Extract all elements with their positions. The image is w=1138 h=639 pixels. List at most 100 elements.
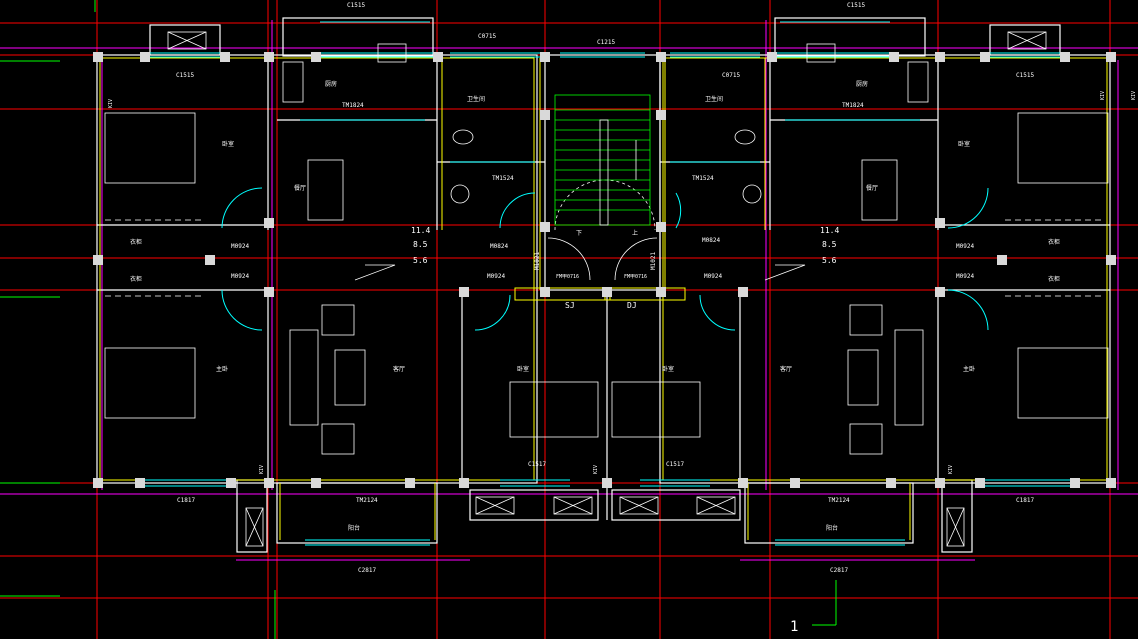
- kw-tag: KIV: [1131, 91, 1137, 100]
- window-tag: C1515: [347, 2, 365, 9]
- window-tag: C1515: [176, 72, 194, 79]
- furniture: [104, 31, 1109, 547]
- door-swings-white: [547, 179, 658, 281]
- door-tag: M0924: [956, 273, 974, 280]
- door-tag: TM1824: [342, 102, 364, 109]
- room-label-dining: 餐厅: [866, 184, 878, 192]
- stove-icon: [282, 61, 304, 103]
- kw-tag: KIV: [259, 465, 265, 474]
- window-tag: C1515: [847, 2, 865, 9]
- window-tag: C1515: [1016, 72, 1034, 79]
- room-label-closet: 衣柜: [130, 238, 142, 246]
- shaft-label-sj: SJ: [565, 301, 575, 310]
- elevation-value: 5.6: [822, 256, 837, 265]
- door-tag: TM1524: [692, 175, 714, 182]
- window-tag: C2817: [358, 567, 376, 574]
- dimension-lines: [0, 20, 1138, 561]
- room-label-balcony: 阳台: [826, 524, 838, 532]
- room-label-bathroom: 卫生间: [467, 95, 485, 103]
- room-label-bathroom: 卫生间: [705, 95, 723, 103]
- door-tag: FM甲0716: [624, 274, 647, 280]
- shaft-labels: SJ DJ 下 上: [565, 229, 638, 310]
- window-tag: C2817: [830, 567, 848, 574]
- window-tag: C1215: [597, 39, 615, 46]
- door-tag: FM甲0716: [556, 274, 579, 280]
- washbasin-icon: [450, 184, 470, 204]
- door-tag: M0924: [231, 243, 249, 250]
- window-tags: C1515 C1515 C1515 C0715 C1215 C0715 C151…: [176, 2, 1034, 574]
- sofa-icon: [894, 329, 924, 426]
- kw-tag: KIV: [1100, 91, 1106, 100]
- door-tag: M0824: [702, 237, 720, 244]
- kw-tag: KIV: [948, 465, 954, 474]
- dining-table-icon: [307, 159, 344, 221]
- door-tags: TM1824 TM1824 TM1524 TM1524 TM2124 TM212…: [231, 102, 974, 504]
- coffee-table-icon: [334, 349, 366, 406]
- room-label-dining: 餐厅: [294, 184, 306, 192]
- door-tag: TM2124: [828, 497, 850, 504]
- elevation-value: 5.6: [413, 256, 428, 265]
- coffee-table-icon: [847, 349, 879, 406]
- stair-down-mark: 下: [576, 230, 582, 237]
- bed-icon: [104, 112, 196, 184]
- stair-up-mark: 上: [632, 229, 638, 237]
- room-label-closet: 衣柜: [1048, 275, 1060, 283]
- axis-number: 1: [790, 619, 798, 635]
- door-swings: [221, 187, 989, 331]
- door-tag: M0924: [487, 273, 505, 280]
- sink-icon: [806, 43, 836, 63]
- room-labels: 厨房 厨房 卫生间 卫生间 卧室 卧室 餐厅 餐厅 衣柜 衣柜 衣柜 衣柜 主卧…: [130, 80, 1060, 532]
- bed-icon: [611, 381, 701, 438]
- washbasin-icon: [742, 184, 762, 204]
- window-tag: C1517: [528, 461, 546, 468]
- room-label-living: 客厅: [393, 365, 405, 373]
- kw-tag: KIV: [593, 465, 599, 474]
- sofa-icon: [289, 329, 319, 426]
- room-label-balcony: 阳台: [348, 524, 360, 532]
- window-tag: C1517: [666, 461, 684, 468]
- walls: [96, 17, 1111, 553]
- shaft-label-dj: DJ: [627, 301, 637, 310]
- door-tag: M0924: [231, 273, 249, 280]
- stove-icon: [907, 61, 929, 103]
- door-tag: M0924: [704, 273, 722, 280]
- room-label-closet: 衣柜: [1048, 238, 1060, 246]
- room-label-kitchen: 厨房: [856, 80, 868, 88]
- walls-yellow: [99, 57, 1108, 540]
- bed-icon: [509, 381, 599, 438]
- room-label-master-bedroom: 主卧: [216, 365, 228, 373]
- window-tag: C0715: [478, 33, 496, 40]
- room-label-bedroom: 卧室: [222, 140, 234, 148]
- elevation-marks: 11.4 8.5 5.6 11.4 8.5 5.6: [411, 226, 839, 265]
- window-tag: C0715: [722, 72, 740, 79]
- structural-columns: [93, 52, 1116, 488]
- door-tag: M0924: [956, 243, 974, 250]
- sink-icon: [377, 43, 407, 63]
- room-label-bedroom: 卧室: [662, 365, 674, 373]
- kw-tags: KIV KIV KIV KIV KIV KIV: [108, 91, 1137, 474]
- door-tag: TM1824: [842, 102, 864, 109]
- door-tag: TM2124: [356, 497, 378, 504]
- window-tag: C1817: [177, 497, 195, 504]
- room-label-closet: 衣柜: [130, 275, 142, 283]
- room-label-master-bedroom: 主卧: [963, 365, 975, 373]
- room-label-bedroom: 卧室: [517, 365, 529, 373]
- elevation-value: 8.5: [822, 240, 837, 249]
- door-tag: M1021: [534, 252, 541, 270]
- door-tag: TM1524: [492, 175, 514, 182]
- bed-icon: [1017, 112, 1109, 184]
- axis-grid-green: [0, 0, 837, 639]
- dining-table-icon: [861, 159, 898, 221]
- door-tag: M1021: [650, 252, 657, 270]
- elevation-value: 11.4: [411, 226, 430, 235]
- room-label-living: 客厅: [780, 365, 792, 373]
- elevation-value: 11.4: [820, 226, 839, 235]
- room-label-bedroom: 卧室: [958, 140, 970, 148]
- windows: [145, 21, 1070, 546]
- toilet-icon: [452, 129, 474, 145]
- room-label-kitchen: 厨房: [325, 80, 337, 88]
- elevation-value: 8.5: [413, 240, 428, 249]
- bed-icon: [1017, 347, 1109, 419]
